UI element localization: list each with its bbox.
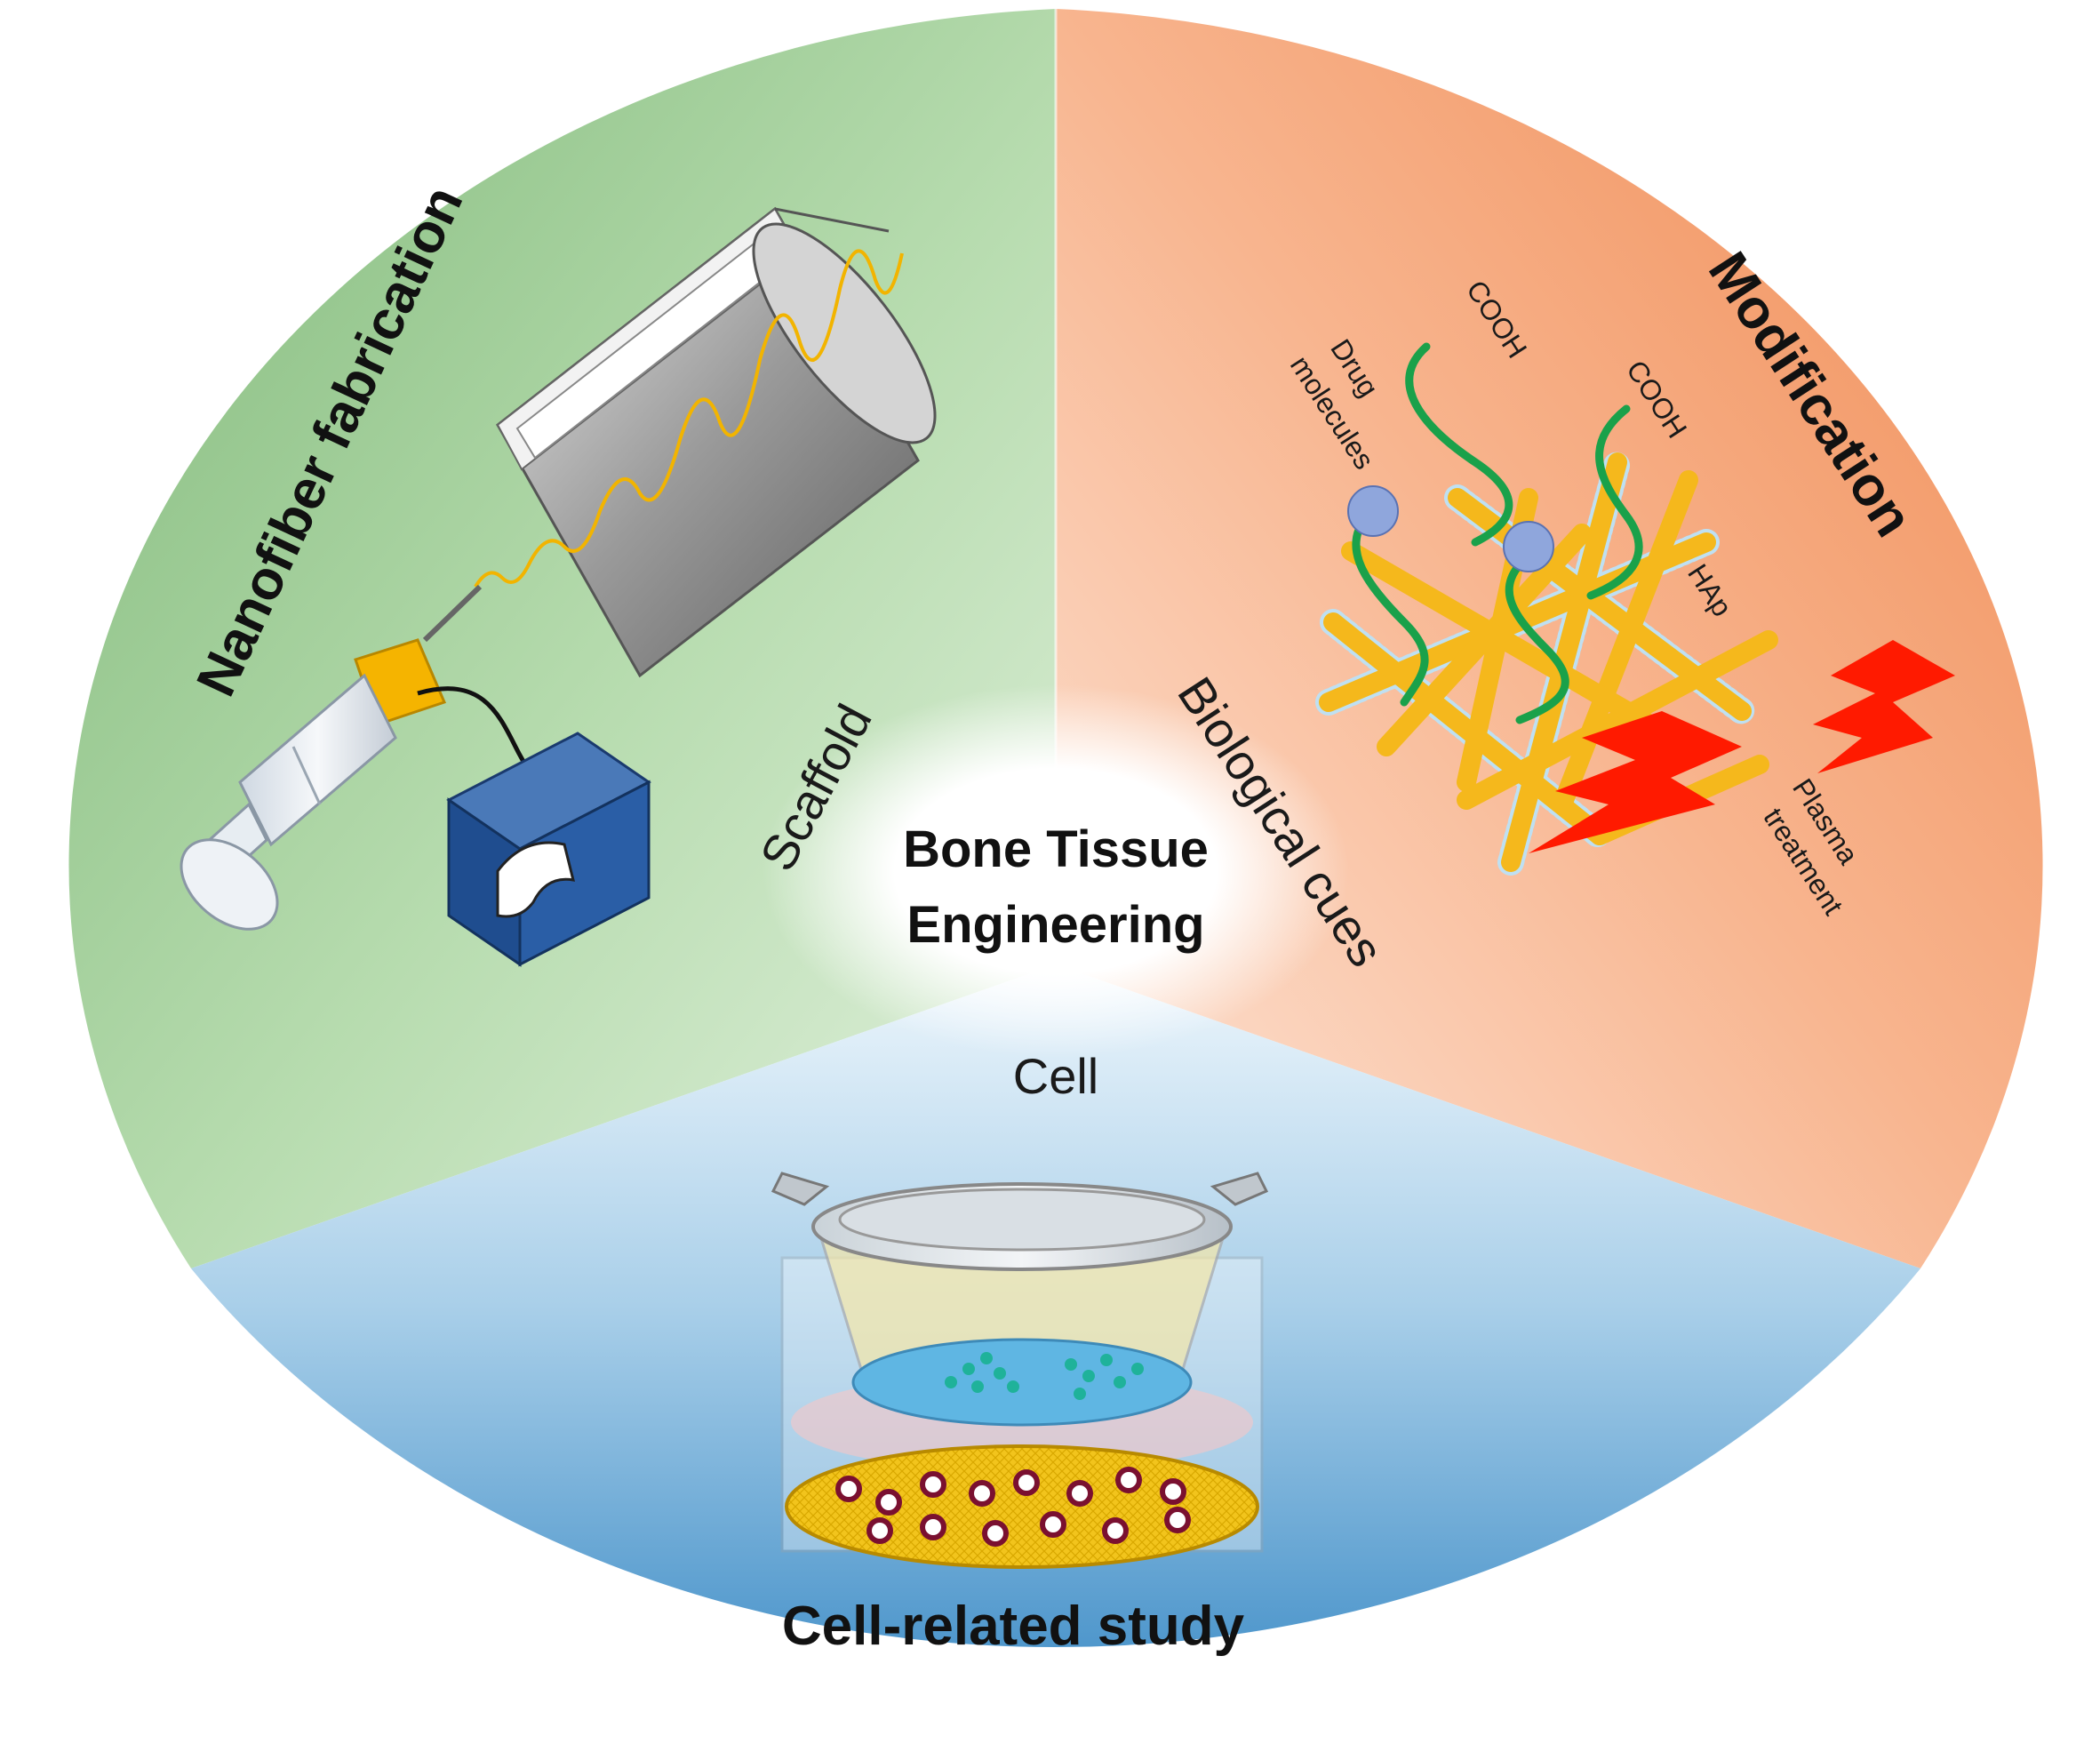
center-hub — [763, 684, 1349, 1058]
cell-study-title: Cell-related study — [782, 1596, 1245, 1657]
modification-illustration — [1315, 342, 1955, 876]
scaffold-mesh — [785, 1444, 1259, 1569]
drug-molecules — [1347, 485, 1554, 572]
drum-collector — [496, 206, 937, 678]
bone-cells — [835, 1467, 1191, 1547]
center-title-line2: Engineering — [906, 896, 1204, 954]
polymer-chains — [1352, 342, 1643, 724]
center-title-line1: Bone Tissue — [903, 820, 1209, 878]
electrospinning-setup — [180, 206, 937, 967]
syringe — [180, 638, 447, 931]
membrane — [851, 1338, 1193, 1427]
transwell-insert — [771, 1172, 1269, 1569]
fiber-jet — [474, 249, 904, 588]
high-voltage-power-supply — [446, 732, 651, 967]
seeded-cells — [945, 1352, 1144, 1400]
lightning-bolts — [1529, 640, 1955, 853]
cell-label: Cell — [1013, 1048, 1098, 1104]
hap-nanofibers — [1315, 449, 1778, 876]
needle — [422, 584, 483, 643]
